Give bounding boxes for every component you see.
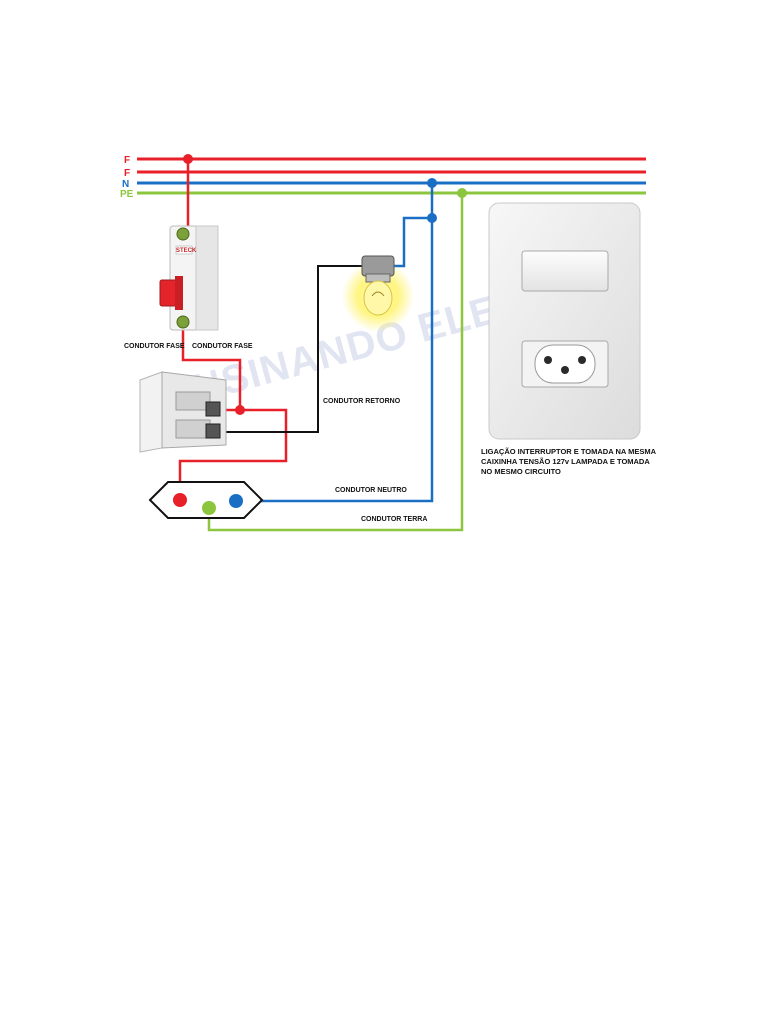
return-wire: [215, 265, 362, 433]
switch-button: [521, 250, 609, 292]
label-condutor-fase-left: CONDUTOR FASE: [124, 343, 185, 350]
socket-hole-left: [544, 356, 552, 364]
ground-wire: [207, 193, 464, 532]
junction-ground: [457, 188, 467, 198]
lightbulb-icon: [363, 280, 393, 316]
lamp-socket: [361, 255, 395, 277]
junction-phase: [183, 154, 193, 164]
breaker-bottom-terminal: [176, 315, 190, 329]
bus-label-pe: PE: [120, 189, 134, 200]
label-condutor-neutro: CONDUTOR NEUTRO: [335, 487, 407, 494]
circuit-breaker: STECK: [159, 225, 219, 331]
socket-hole-ground: [561, 366, 569, 374]
description-line-3: NO MESMO CIRCUITO: [481, 467, 561, 476]
bus-label-n: N: [122, 179, 129, 190]
junction-neutral-split: [427, 213, 437, 223]
outlet-pin-neutral: [229, 494, 243, 508]
description-text: LIGAÇÃO INTERRUPTOR E TOMADA NA MESMA CA…: [481, 447, 657, 476]
junction-switch-phase: [235, 405, 245, 415]
switch-terminal-top: [205, 401, 221, 417]
lamp: [342, 255, 414, 332]
bus-label-f2: F: [124, 168, 130, 179]
switch-terminal-bottom: [205, 423, 221, 439]
light-switch: [139, 371, 227, 453]
label-condutor-fase-right: CONDUTOR FASE: [192, 343, 253, 350]
phase-wire-switch-to-outlet: [178, 408, 288, 498]
junction-neutral-top: [427, 178, 437, 188]
outlet-pin-ground: [202, 501, 216, 515]
description-line-1: LIGAÇÃO INTERRUPTOR E TOMADA NA MESMA: [481, 447, 657, 456]
label-condutor-terra: CONDUTOR TERRA: [361, 516, 427, 523]
conductor-labels: CONDUTOR FASE CONDUTOR FASE CONDUTOR RET…: [124, 343, 427, 523]
junctions: [183, 154, 467, 415]
outlet-symbol: [148, 481, 264, 519]
label-condutor-retorno: CONDUTOR RETORNO: [323, 398, 401, 405]
description-line-2: CAIXINHA TENSÃO 127v LAMPADA E TOMADA: [481, 457, 650, 466]
bus-labels: F F N PE: [120, 155, 134, 200]
neutral-wire-outlet: [236, 218, 434, 503]
breaker-brand: STECK: [176, 248, 197, 254]
bus-bars: [137, 157, 646, 195]
wall-plate: [488, 202, 641, 440]
bus-label-f1: F: [124, 155, 130, 166]
phase-wire-breaker-to-switch: [181, 330, 242, 410]
neutral-wire-lamp: [392, 183, 434, 268]
breaker-top-terminal: [176, 227, 190, 241]
socket-hole-right: [578, 356, 586, 364]
outlet-pin-phase: [173, 493, 187, 507]
